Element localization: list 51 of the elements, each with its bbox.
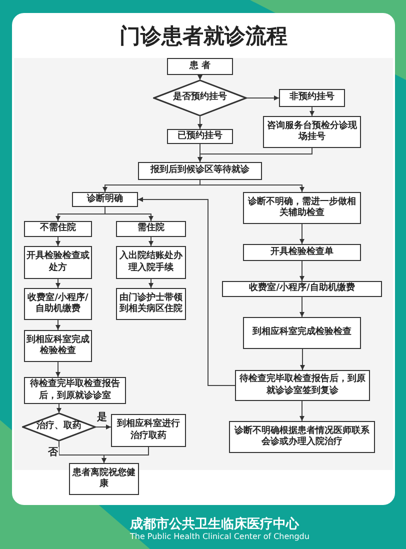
arrow bbox=[200, 180, 304, 192]
process-box: 到相应科室完成检验检查 bbox=[243, 317, 361, 349]
arrow bbox=[300, 260, 304, 282]
decision-diamond: 是否预约挂号 bbox=[153, 80, 247, 116]
process-box: 咨询服务台预检分诊现场挂号 bbox=[263, 116, 361, 148]
arrow bbox=[198, 116, 202, 130]
process-box: 收费室/小程序/自助机缴费 bbox=[222, 281, 382, 297]
process-box: 患 者 bbox=[167, 58, 233, 75]
process-box: 非预约挂号 bbox=[279, 89, 345, 107]
process-box: 患者离院祝您健康 bbox=[69, 463, 139, 495]
arrow bbox=[102, 446, 149, 464]
edge-label: 是 bbox=[96, 412, 108, 423]
process-box: 需住院 bbox=[116, 221, 186, 237]
process-box: 入出院结账处办理入院手续 bbox=[116, 246, 186, 279]
decision-diamond: 治疗、取药 bbox=[22, 413, 96, 441]
process-box: 诊断不明确根据患者情况医师联系会诊或办理入院治疗 bbox=[229, 421, 375, 453]
arrow bbox=[198, 148, 312, 162]
arrow bbox=[56, 278, 60, 288]
arrow bbox=[300, 224, 304, 244]
arrow bbox=[148, 278, 154, 288]
process-box: 报到后到候诊区等待就诊 bbox=[138, 162, 262, 180]
process-box: 由门诊护士带领到相关病区住院 bbox=[116, 288, 186, 320]
arrow bbox=[310, 106, 314, 116]
process-box: 待检查完毕取检查报告后，到原就诊诊室签到复诊 bbox=[235, 370, 370, 401]
process-box: 到相应科室进行治疗取药 bbox=[111, 414, 186, 447]
process-box: 待检查完毕取检查报告后，到原就诊诊室 bbox=[24, 377, 126, 404]
arrow bbox=[198, 74, 202, 80]
process-box: 诊断明确 bbox=[72, 192, 138, 207]
arrow bbox=[300, 348, 305, 370]
arrow bbox=[96, 424, 112, 430]
footer-text: The Public Health Clinical Center of Chengdu bbox=[130, 532, 310, 541]
arrow bbox=[138, 197, 236, 386]
process-box: 开具检验检查单 bbox=[243, 244, 361, 261]
process-box: 不需住院 bbox=[24, 221, 92, 237]
process-box: 开具检验检查或处方 bbox=[24, 246, 92, 279]
arrow bbox=[56, 236, 60, 246]
title: 门诊患者就诊流程 bbox=[118, 23, 288, 50]
arrow bbox=[56, 362, 60, 378]
arrow bbox=[56, 320, 60, 330]
arrow bbox=[104, 206, 154, 222]
arrow bbox=[56, 404, 62, 414]
process-box: 已预约挂号 bbox=[167, 129, 233, 144]
process-box: 到相应科室完成检验检查 bbox=[24, 330, 92, 362]
edge-label: 否 bbox=[47, 447, 59, 458]
arrow bbox=[300, 400, 304, 422]
footer-text: 成都市公共卫生临床医疗中心 bbox=[130, 516, 299, 532]
arrow bbox=[246, 96, 280, 100]
process-box: 收费室/小程序/自助机缴费 bbox=[24, 288, 92, 320]
arrow bbox=[300, 296, 304, 318]
arrow bbox=[148, 236, 154, 246]
process-box: 诊断不明确，需进一步做相关辅助检查 bbox=[243, 192, 361, 224]
